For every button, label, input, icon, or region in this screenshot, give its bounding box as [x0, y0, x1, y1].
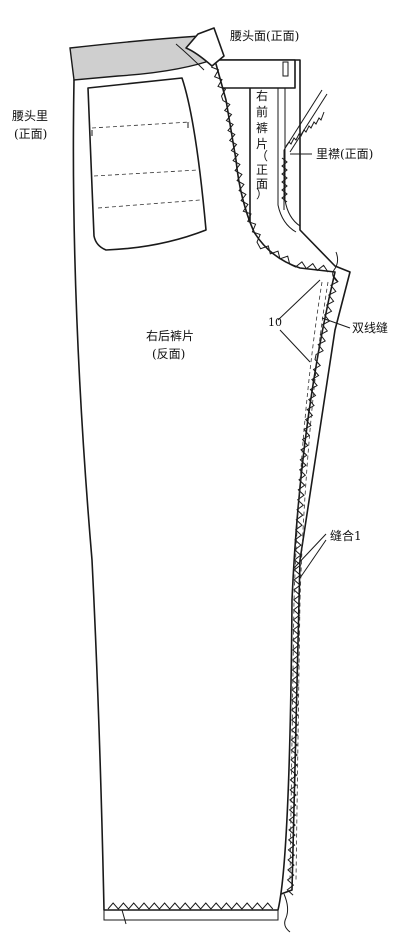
label-allowance: 10 — [268, 316, 282, 329]
double-stitch-line-1 — [289, 281, 323, 881]
svg-text:前: 前 — [256, 104, 268, 119]
svg-text:右: 右 — [256, 88, 268, 103]
svg-text:片: 片 — [256, 137, 268, 151]
thread-tail-top — [332, 251, 339, 283]
svg-text:面: 面 — [256, 177, 268, 191]
hem-fold — [103, 910, 279, 921]
label-waistband-face: 腰头面(正面) — [230, 29, 299, 43]
right-back-panel — [72, 39, 339, 925]
zipper — [281, 89, 328, 210]
leader-lines — [277, 153, 351, 933]
label-waistband-lining-side: (正面) — [14, 127, 47, 141]
label-right-front-panel: 右 前 裤 片 — [256, 88, 268, 151]
waistband-face — [214, 59, 296, 89]
thread-tail-bottom — [283, 893, 291, 933]
svg-text:正: 正 — [256, 163, 268, 177]
svg-text:（: （ — [256, 149, 268, 163]
overlock-stitch-crotch — [211, 66, 329, 273]
label-right-back-side: (反面) — [152, 347, 185, 361]
label-waistband-lining: 腰头里 — [12, 109, 48, 123]
svg-text:）: ） — [256, 187, 268, 201]
fly-facing — [277, 88, 297, 233]
overlock-stitch-inseam — [286, 275, 339, 896]
back-pocket — [87, 77, 207, 251]
label-right-front-side: （ 正 面 ） — [256, 149, 268, 201]
label-double-stitch: 双线缝 — [352, 320, 388, 335]
double-stitch-line-2 — [295, 281, 329, 881]
waistband-lining — [69, 27, 225, 81]
waistband-buttonhole — [282, 61, 289, 77]
overlock-stitch-hem — [107, 902, 274, 910]
svg-text:裤: 裤 — [256, 121, 268, 135]
label-seam: 缝合1 — [330, 528, 362, 543]
label-right-back-panel: 右后裤片 — [146, 328, 194, 343]
label-fly-facing: 里襟(正面) — [316, 146, 373, 161]
